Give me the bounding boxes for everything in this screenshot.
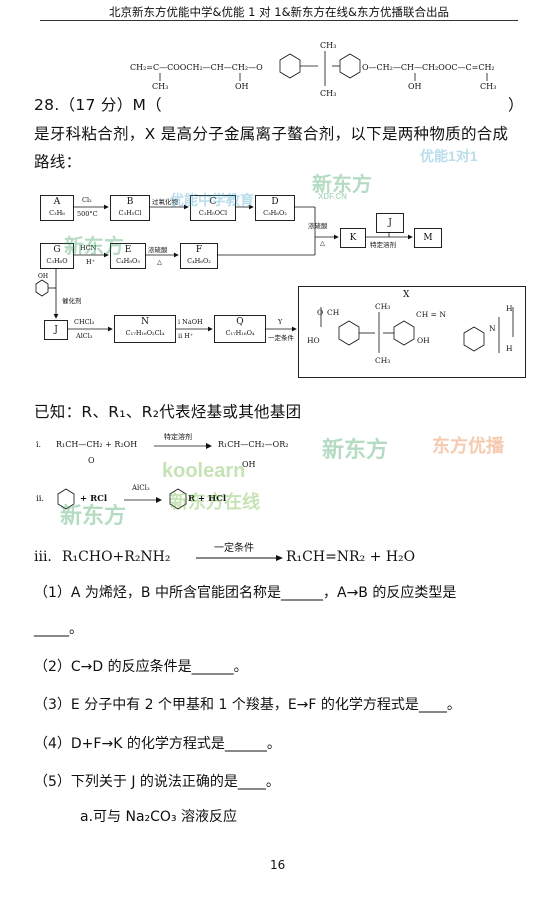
question-4: （4）D+F→K 的化学方程式是______。 (34, 736, 281, 752)
known-title: 已知：R、R₁、R₂代表烃基或其他基团 (34, 403, 302, 421)
question-5-option-a: a.可与 Na₂CO₃ 溶液反应 (80, 809, 238, 825)
svg-text:HO: HO (307, 336, 320, 345)
question-1-line-2: _____。 (34, 621, 83, 637)
m-oh-left: OH (235, 82, 249, 91)
arrow-nq-top: i NaOH (178, 318, 203, 326)
question-1-line-1: （1）A 为烯烃，B 中所含官能团名称是______，A→B 的反应类型是 (34, 585, 457, 601)
arrow-jn-top: CHCl₃ (74, 318, 95, 326)
arrow-nq-bottom: ii H⁺ (178, 332, 194, 340)
svg-text:CH₃: CH₃ (375, 356, 390, 365)
intro-line-1: 是牙科粘合剂，X 是高分子金属离子螯合剂，以下是两种物质的合成 (34, 125, 509, 143)
watermark-xdf-1: 新东方 (64, 236, 124, 258)
m-ch3-left: CH₃ (152, 82, 168, 91)
benzene-product-icon (169, 488, 187, 510)
svg-text:H: H (506, 304, 513, 313)
watermark-xdf-3: 新东方 (322, 437, 389, 462)
svg-text:N: N (489, 324, 496, 333)
question-2: （2）C→D 的反应条件是______。 (34, 659, 248, 675)
arrow-ab-bottom: 500°C (77, 210, 98, 218)
watermark-dongfang-youbo: 东方优播 (432, 436, 504, 456)
reaction-i-oh: OH (242, 460, 256, 469)
m-ch3-bottom: CH₃ (320, 89, 336, 98)
svg-text:OH: OH (417, 336, 430, 345)
arrow-bc-label: 过氧化物 (152, 198, 178, 206)
m-right-text: O—CH₂—CH—CH₂OOC—C=CH₂ (362, 63, 495, 72)
reaction-ii-label: ii. (36, 494, 45, 504)
compound-m: M (414, 228, 442, 248)
reaction-iii-condition: 一定条件 (214, 543, 254, 554)
svg-text:OH: OH (38, 273, 48, 280)
svg-text:CH₃: CH₃ (375, 302, 390, 311)
svg-text:CH = N: CH = N (416, 310, 446, 319)
benzene-icon (57, 488, 75, 510)
compound-j-bottom: J (44, 320, 68, 340)
reaction-i: i. R₁CH—CH₂ + R₂OH 特定溶剂 R₁CH—CH₂—OR₂ OH … (36, 433, 289, 469)
m-structure: CH₂=C—COOCH₂—CH—CH₂—O CH₃ OH O—CH₂—CH—CH… (130, 41, 496, 98)
watermark-koolearn: koolearn (162, 460, 246, 482)
arrow-phenol-label: 催化剂 (62, 297, 82, 305)
watermark-youneng-1v1: 优能1对1 (420, 148, 478, 164)
m-ch3-top: CH₃ (320, 41, 336, 50)
reaction-iii-left: R₁CHO+R₂NH₂ (62, 549, 171, 565)
question-close-paren: ） (508, 96, 524, 114)
m-ch3-right: CH₃ (480, 82, 496, 91)
arrow-ge-bottom: H⁺ (86, 258, 96, 266)
reaction-ii-right: R + HCl (188, 494, 227, 504)
reaction-i-label: i. (36, 440, 42, 449)
arrow-jn-bottom: AlCl₃ (76, 332, 93, 340)
intro-line-2: 路线： (34, 153, 82, 171)
watermark-xdf-online: 新东方在线 (170, 492, 260, 512)
svg-text:H: H (506, 344, 513, 353)
reaction-i-condition: 特定溶剂 (164, 433, 192, 441)
watermark-youneng-edu: 优能中学教育 (170, 192, 254, 208)
watermark-xdf-2: 新东方 (312, 174, 372, 196)
svg-text:O: O (317, 308, 323, 317)
watermark-xdf-4: 新东方 (60, 503, 127, 528)
m-left-text: CH₂=C—COOCH₂—CH—CH₂—O (130, 63, 263, 72)
arrow-qx-bottom: 一定条件 (268, 334, 294, 342)
reaction-ii-condition: AlCl₃ (132, 484, 150, 492)
m-oh-right: OH (408, 82, 422, 91)
reaction-i-right: R₁CH—CH₂—OR₂ (218, 440, 289, 449)
svg-text:CH: CH (327, 308, 340, 317)
question-5: （5）下列关于 J 的说法正确的是____。 (34, 774, 280, 790)
scheme-arrows: OH (35, 204, 413, 332)
question-3: （3）E 分子中有 2 个甲基和 1 个羧基，E→F 的化学方程式是____。 (34, 697, 461, 713)
arrow-ef-bottom: △ (157, 258, 162, 266)
watermark-xdf-cn: XDF.CN (318, 192, 347, 201)
arrow-ge-top: HCN (80, 244, 97, 252)
page-header: 北京新东方优能中学&优能 1 对 1&新东方在线&东方优播联合出品 (109, 5, 449, 19)
arrow-qx-top: Y (278, 318, 283, 326)
arrow-dk-bottom: △ (320, 239, 325, 247)
reaction-ii-reagent: + RCl (80, 494, 108, 504)
arrow-ef-top: 浓硫酸 (148, 246, 168, 254)
page-number: 16 (270, 858, 286, 872)
reaction-iii-right: R₁CH=NR₂ + H₂O (286, 549, 416, 565)
compound-j-top: J (376, 213, 404, 233)
x-structure: O CH HO CH₃ CH₃ CH = N OH N H H (307, 302, 514, 365)
reaction-i-left: R₁CH—CH₂ + R₂OH (56, 440, 138, 449)
arrow-dk-top: 浓硫酸 (308, 222, 328, 230)
reaction-iii: iii. R₁CHO+R₂NH₂ 一定条件 R₁CH=NR₂ + H₂O (34, 543, 454, 569)
header-divider (40, 20, 518, 21)
reaction-iii-label: iii. (34, 549, 52, 565)
arrow-ab-top: Cl₂ (82, 196, 92, 204)
question-number: 28.（17 分）M（ (34, 96, 162, 114)
reaction-ii: ii. + RCl AlCl₃ R + HCl (36, 484, 336, 518)
compound-k: K (340, 228, 366, 248)
arrow-km-label: 特定溶剂 (370, 241, 396, 249)
